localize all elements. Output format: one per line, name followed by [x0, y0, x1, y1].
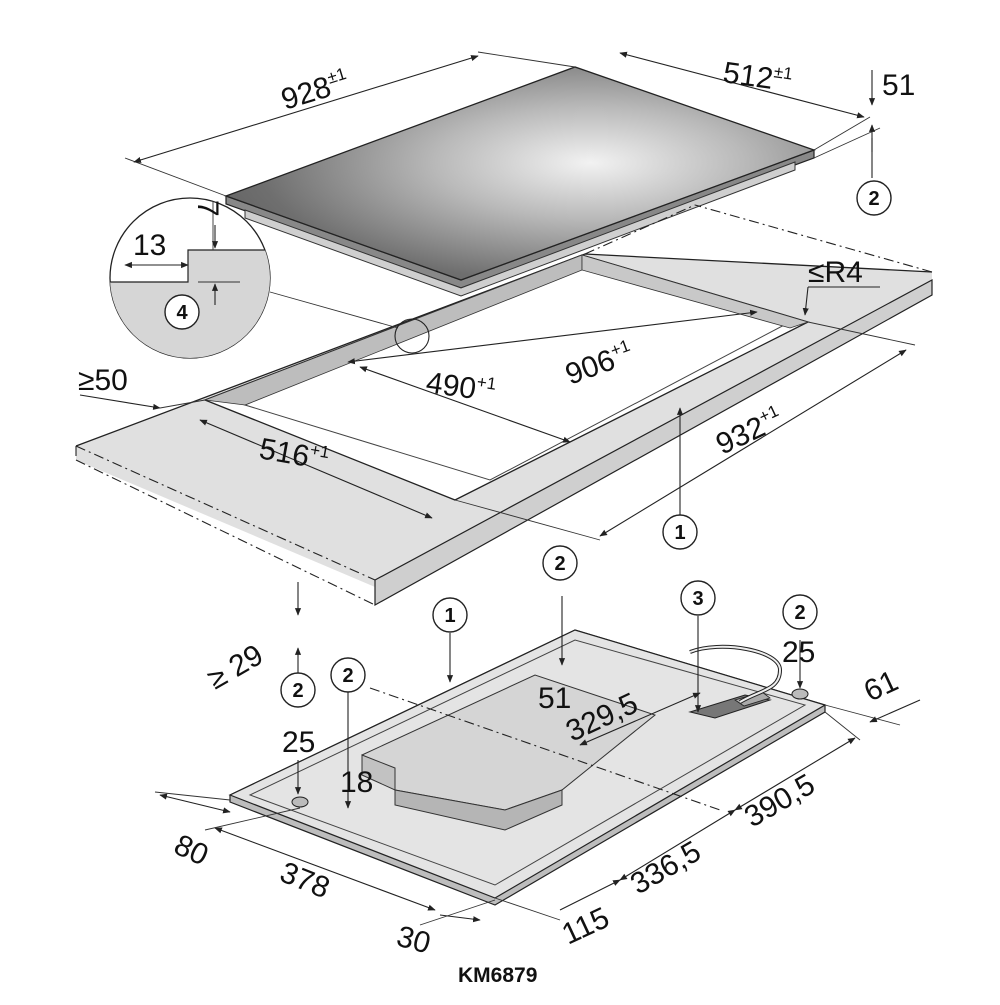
inner-depth-label: 490+1 — [424, 365, 498, 408]
side-3-label: 390,5 — [739, 768, 821, 834]
detail-target-circle — [394, 318, 430, 354]
cutout-right-wall — [581, 254, 810, 329]
model-label: KM6879 — [458, 964, 537, 987]
front-edge-1-label: 80 — [169, 828, 213, 872]
svg-text:3: 3 — [692, 588, 703, 610]
hob-frame-under — [244, 161, 796, 297]
front-left-offset-label: 18 — [340, 766, 373, 799]
callout-1-worktop: 1 — [662, 407, 698, 550]
hob-depth-label: 512±1 — [721, 55, 794, 98]
underside-callouts: 1 2 3 2 2 2 — [280, 545, 818, 713]
hob-dimensions: 928±1 512±1 51 — [124, 51, 915, 197]
right-offset-label: 61 — [859, 664, 903, 708]
callout-4: 4 — [176, 302, 188, 324]
svg-text:2: 2 — [292, 680, 303, 702]
callout-1-underside: 1 — [432, 597, 468, 683]
hob-height-label: 51 — [882, 69, 915, 102]
svg-text:1: 1 — [444, 605, 455, 627]
svg-text:2: 2 — [342, 665, 353, 687]
callout-2-front-left: 2 — [280, 672, 316, 708]
side-2-label: 336,5 — [625, 835, 707, 901]
cutout-dimensions: 906+1 490+1 516+1 932+1 ≥50 ≤R4 ≥ 29 — [78, 256, 916, 696]
hob-underside — [228, 629, 827, 906]
rebate-width-label: 13 — [133, 229, 166, 262]
callout-2-rear: 2 — [542, 545, 578, 581]
foot-left — [291, 796, 309, 808]
underside-module-notch — [361, 754, 396, 791]
underside-module-front — [394, 789, 563, 831]
front-left-height-label: 25 — [282, 726, 315, 759]
svg-text:2: 2 — [554, 553, 565, 575]
hob-width-label: 928±1 — [277, 64, 353, 117]
rebate-depth-label: 7 — [191, 200, 224, 217]
min-front-distance-label: ≥50 — [78, 364, 128, 397]
front-edge-3-label: 30 — [393, 920, 434, 961]
side-1-label: 115 — [557, 901, 614, 951]
min-worktop-thickness-label: ≥ 29 — [202, 638, 269, 696]
callout-2-right: 2 — [782, 594, 818, 630]
callout-2-top: 2 — [856, 180, 892, 216]
foot-right — [791, 688, 809, 700]
front-edge-2-label: 378 — [275, 856, 334, 905]
svg-text:2: 2 — [868, 188, 879, 210]
corner-radius-label: ≤R4 — [808, 256, 863, 289]
callout-2-front-mid: 2 — [330, 657, 366, 693]
svg-text:1: 1 — [674, 522, 685, 544]
callout-3: 3 — [680, 580, 716, 713]
rear-height-label: 51 — [538, 682, 571, 715]
svg-text:2: 2 — [794, 602, 805, 624]
right-height-label: 25 — [782, 636, 815, 669]
